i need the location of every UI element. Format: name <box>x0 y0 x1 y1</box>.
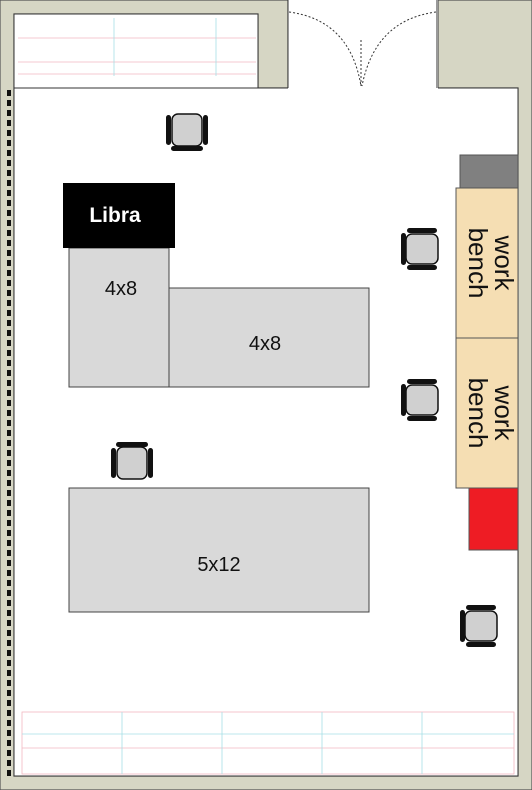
workbench-upper-line1: work <box>489 235 519 292</box>
workbench-upper <box>455 187 519 339</box>
ceiling-grid-top <box>18 18 256 76</box>
table-5x12 <box>68 487 370 613</box>
ceiling-grid-bottom <box>21 711 515 775</box>
table-4x8-left <box>68 247 170 388</box>
office-chair-icon <box>111 442 153 480</box>
door-opening <box>288 0 438 89</box>
workbench-lower <box>455 337 519 489</box>
office-chair-icon <box>460 605 498 647</box>
table-4x8-left-label: 4x8 <box>105 278 137 300</box>
workbench-upper-label: work bench <box>463 228 519 299</box>
double-door-icon <box>288 11 437 88</box>
workbench-lower-label: work bench <box>463 378 519 449</box>
chairs <box>111 113 498 647</box>
libra-box <box>63 183 175 248</box>
table-4x8-right-label: 4x8 <box>249 333 281 355</box>
office-chair-icon <box>166 113 208 151</box>
red-cabinet <box>468 487 519 551</box>
table-4x8-right <box>168 287 370 388</box>
grey-cabinet <box>459 154 519 189</box>
workbench-upper-line2: bench <box>463 228 493 299</box>
libra-label: Libra <box>89 204 141 227</box>
alcove-floor <box>13 13 259 89</box>
workbench-lower-line1: work <box>489 385 519 442</box>
table-5x12-label: 5x12 <box>197 554 240 576</box>
workbench-lower-line2: bench <box>463 378 493 449</box>
office-chair-icon <box>401 228 439 270</box>
office-chair-icon <box>401 379 439 421</box>
